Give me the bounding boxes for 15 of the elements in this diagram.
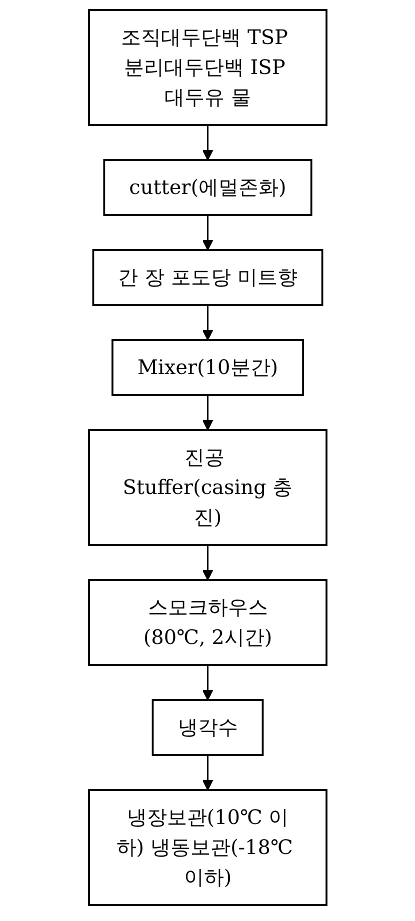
node-box: 냉장보관(10℃ 이하) 냉동보관(-18℃ 이하)	[88, 789, 328, 906]
arrow	[202, 665, 213, 700]
arrow	[202, 215, 213, 250]
arrow	[202, 545, 213, 580]
arrow	[202, 125, 213, 160]
node-box: 스모크하우스(80℃, 2시간)	[88, 579, 328, 666]
node-box: 조직대두단백 TSP 분리대두단백 ISP 대두유 물	[88, 9, 328, 126]
arrow	[202, 395, 213, 430]
node-box: 냉각수	[152, 699, 264, 756]
node-box: 간 장 포도당 미트향	[92, 249, 323, 306]
node-box: Mixer(10분간)	[111, 339, 304, 396]
arrow	[202, 755, 213, 790]
node-box: 진공 Stuffer(casing 충진)	[88, 429, 328, 546]
node-box: cutter(에멀존화)	[102, 159, 312, 216]
arrow	[202, 305, 213, 340]
